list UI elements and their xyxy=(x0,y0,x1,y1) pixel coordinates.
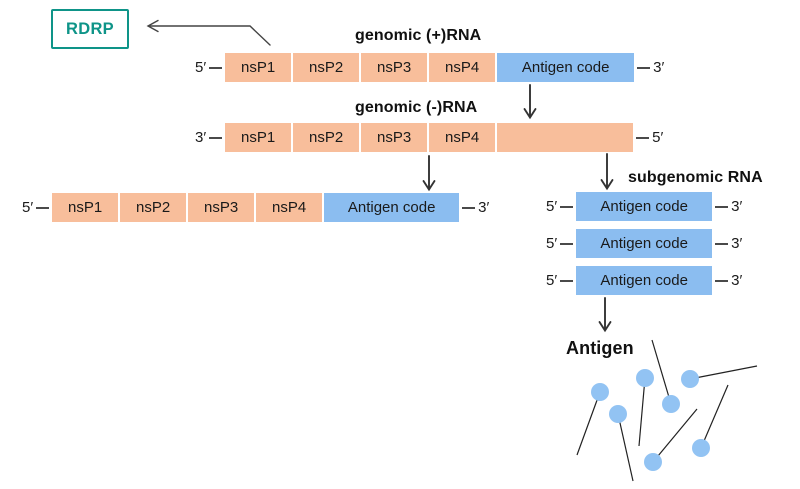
strand-connector xyxy=(36,206,50,209)
arrow-minus-to-subgenomic xyxy=(600,153,614,191)
strand-connector xyxy=(715,279,729,282)
end-label-3prime: 3′ xyxy=(731,198,743,215)
rdrp-feedback-arrow xyxy=(146,19,271,46)
segment-nsp1: nsP1 xyxy=(225,123,292,152)
strand-connector xyxy=(560,205,574,208)
strand-connector xyxy=(715,205,729,208)
end-label-5prime: 5′ xyxy=(546,272,558,289)
antigen-particle xyxy=(636,369,654,447)
antigen-title: Antigen xyxy=(566,338,634,358)
segment-template-blank xyxy=(497,123,634,152)
genomic-plus-rna-title: genomic (+)RNA xyxy=(355,27,482,44)
end-label-3prime: 3′ xyxy=(478,199,490,216)
antigen-particle xyxy=(644,408,698,471)
segment-antigen-code: Antigen code xyxy=(497,53,635,82)
subgenomic-rna-copy-2: 5′ Antigen code 3′ xyxy=(546,229,742,258)
subgenomic-rna-copy-3: 5′ Antigen code 3′ xyxy=(546,266,742,295)
strand-connector xyxy=(560,242,574,245)
genomic-minus-rna-title: genomic (-)RNA xyxy=(355,99,478,116)
antigen-particle xyxy=(609,405,634,482)
strand-connector xyxy=(209,136,223,139)
antigen-particle xyxy=(576,383,609,456)
antigen-particles xyxy=(576,339,758,482)
strand-connector xyxy=(636,136,650,139)
genomic-plus-rna-strand: 5′ nsP1 nsP2 nsP3 nsP4 Antigen code 3′ xyxy=(195,53,664,82)
subgenomic-rna-copy-1: 5′ Antigen code 3′ xyxy=(546,192,742,221)
arrow-subgenomic-to-antigen xyxy=(598,297,612,333)
antigen-particle xyxy=(651,339,680,413)
segment-antigen-code: Antigen code xyxy=(576,266,713,295)
arrow-minus-to-genomic xyxy=(422,155,436,192)
segment-antigen-code: Antigen code xyxy=(576,192,713,221)
genomic-minus-rna-strand: 3′ nsP1 nsP2 nsP3 nsP4 5′ xyxy=(195,123,663,152)
replicated-genomic-rna-strand: 5′ nsP1 nsP2 nsP3 nsP4 Antigen code 3′ xyxy=(22,193,489,222)
segment-nsp2: nsP2 xyxy=(293,123,360,152)
end-label-3prime: 3′ xyxy=(653,59,665,76)
subgenomic-rna-title: subgenomic RNA xyxy=(628,169,763,186)
strand-connector xyxy=(462,206,476,209)
segment-antigen-code: Antigen code xyxy=(324,193,460,222)
end-label-3prime: 3′ xyxy=(731,272,743,289)
end-label-5prime: 5′ xyxy=(546,198,558,215)
segment-antigen-code: Antigen code xyxy=(576,229,713,258)
strand-connector xyxy=(637,66,651,69)
segment-nsp2: nsP2 xyxy=(120,193,187,222)
segment-nsp1: nsP1 xyxy=(52,193,119,222)
end-label-5prime: 5′ xyxy=(652,129,664,146)
segment-nsp3: nsP3 xyxy=(361,53,428,82)
arrow-plus-to-minus xyxy=(523,84,537,120)
segment-nsp4: nsP4 xyxy=(429,123,496,152)
segment-nsp2: nsP2 xyxy=(293,53,360,82)
end-label-3prime: 3′ xyxy=(195,129,207,146)
end-label-5prime: 5′ xyxy=(22,199,34,216)
segment-nsp4: nsP4 xyxy=(256,193,323,222)
strand-connector xyxy=(560,279,574,282)
segment-nsp1: nsP1 xyxy=(225,53,292,82)
segment-nsp3: nsP3 xyxy=(188,193,255,222)
end-label-3prime: 3′ xyxy=(731,235,743,252)
end-label-5prime: 5′ xyxy=(546,235,558,252)
rdrp-box: RDRP xyxy=(51,9,129,49)
strand-connector xyxy=(209,66,223,69)
end-label-5prime: 5′ xyxy=(195,59,207,76)
antigen-particle xyxy=(692,384,729,457)
strand-connector xyxy=(715,242,729,245)
antigen-particle xyxy=(681,365,758,388)
rdrp-label: RDRP xyxy=(66,19,114,38)
segment-nsp4: nsP4 xyxy=(429,53,496,82)
segment-nsp3: nsP3 xyxy=(361,123,428,152)
